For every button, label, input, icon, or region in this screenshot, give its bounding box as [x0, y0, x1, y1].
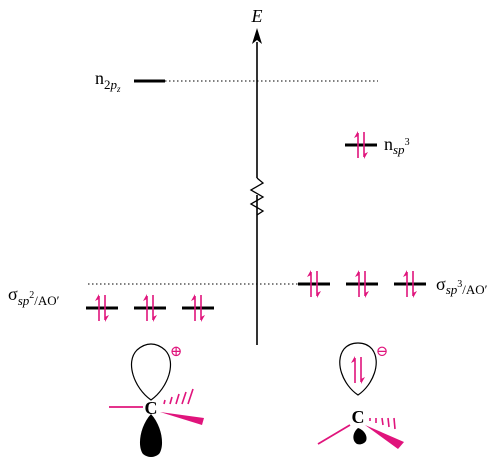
molecule-carbocation: C ⊕ — [109, 343, 204, 457]
bond-hash — [163, 388, 194, 405]
bond-wedge — [160, 412, 204, 425]
axis-label: E — [251, 6, 263, 26]
empty-p-lobe — [130, 343, 172, 401]
level-n2pz: n2pz — [95, 68, 165, 94]
axis-arrowhead — [252, 28, 262, 44]
atom-label-left: C — [145, 398, 158, 418]
energy-axis: E — [249, 6, 265, 345]
molecule-carbanion: C ⊖ — [317, 342, 404, 449]
label-nsp3: nsp3 — [384, 134, 410, 157]
levels-sigma-left: σsp2/AO′ — [8, 284, 214, 323]
label-n2pz: n2pz — [95, 68, 121, 94]
back-lobe — [353, 428, 367, 445]
filled-p-lobe — [139, 414, 163, 457]
bond-hash — [369, 417, 396, 430]
label-sigma-right: σsp3/AO′ — [436, 274, 488, 297]
charge-minus: ⊖ — [376, 344, 389, 360]
lone-pair-lobe — [339, 342, 377, 396]
atom-label-right: C — [352, 407, 365, 427]
bond-plain — [317, 424, 351, 445]
level-nsp3: nsp3 — [345, 130, 410, 160]
levels-sigma-right: σsp3/AO′ — [298, 269, 488, 299]
axis-break-zigzag — [249, 177, 265, 216]
bond-wedge — [365, 425, 404, 449]
label-sigma-left: σsp2/AO′ — [8, 284, 60, 308]
charge-plus: ⊕ — [170, 344, 183, 360]
